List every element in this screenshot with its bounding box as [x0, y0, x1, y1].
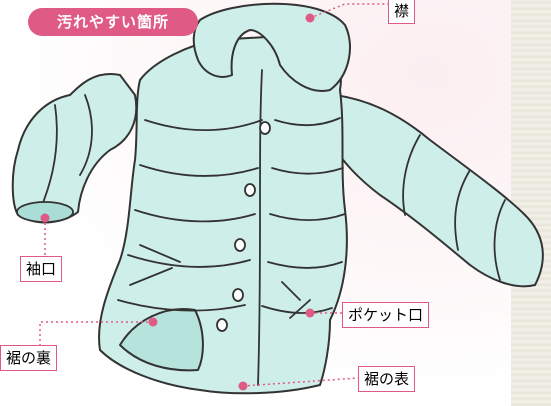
label-pocket: ポケット口	[342, 302, 430, 328]
label-hem-outside: 裾の表	[358, 366, 416, 392]
collar	[192, 2, 351, 92]
hem-lining	[119, 308, 204, 372]
label-hem-inside: 裾の裏	[0, 345, 58, 371]
label-collar: 襟	[388, 0, 416, 24]
buttons	[216, 121, 271, 332]
title-badge: 汚れやすい箇所	[28, 8, 198, 36]
label-cuff: 袖口	[20, 256, 63, 282]
right-sleeve	[329, 94, 544, 288]
leader-lines	[39, 3, 388, 387]
fur-texture	[511, 0, 551, 406]
left-sleeve	[11, 73, 138, 224]
